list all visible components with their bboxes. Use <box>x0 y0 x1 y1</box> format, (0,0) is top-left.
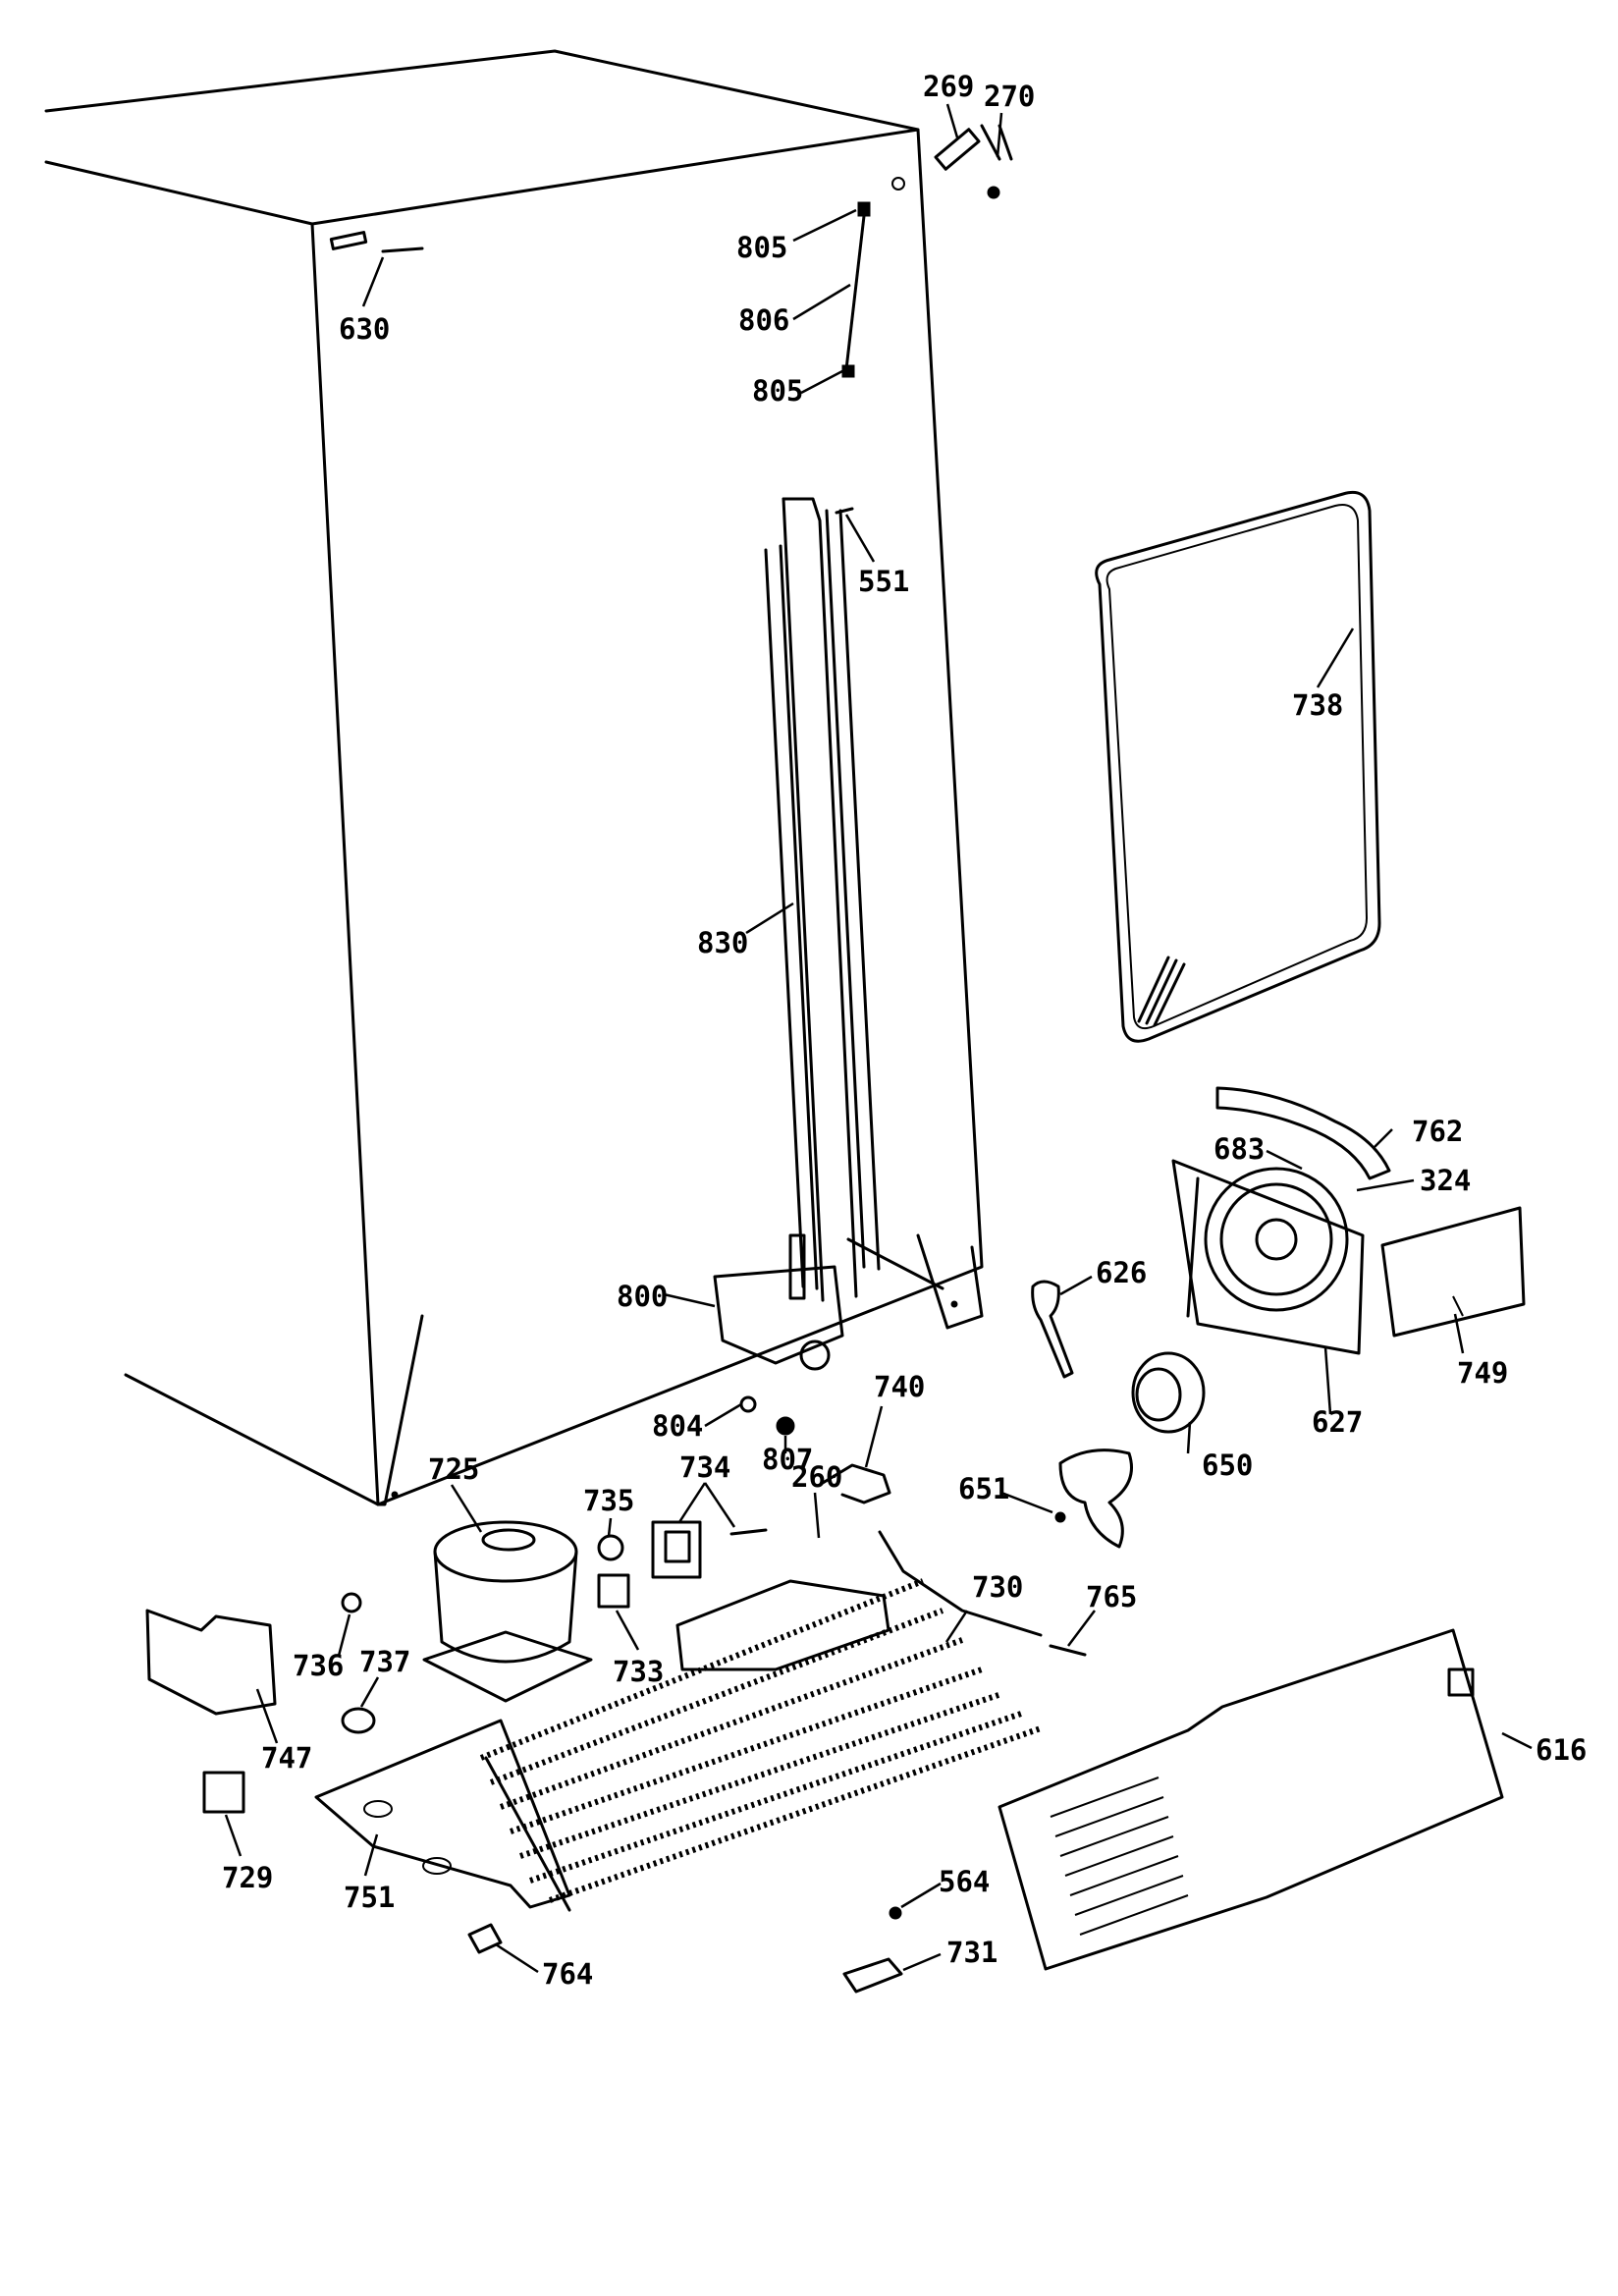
callout-806: 806 <box>738 303 789 337</box>
part-733 <box>597 1573 630 1609</box>
callout-751: 751 <box>344 1881 395 1914</box>
callout-735: 735 <box>583 1484 634 1517</box>
part-260 <box>675 1579 890 1671</box>
callout-805-bottom: 805 <box>752 374 803 408</box>
part-740 <box>821 1463 891 1504</box>
part-651-fan <box>1054 1449 1133 1549</box>
callout-269: 269 <box>923 70 974 103</box>
part-805-806-tube <box>841 201 871 378</box>
part-626 <box>1031 1280 1074 1379</box>
callout-260: 260 <box>791 1460 842 1494</box>
callout-830: 830 <box>697 926 748 959</box>
callout-764: 764 <box>542 1957 593 1991</box>
cabinet <box>44 49 984 1506</box>
part-800-valve <box>713 1233 844 1371</box>
callout-729: 729 <box>222 1861 273 1894</box>
part-564 <box>889 1906 902 1920</box>
callout-324: 324 <box>1420 1164 1471 1197</box>
part-807 <box>776 1416 795 1436</box>
callout-804: 804 <box>652 1409 703 1443</box>
callout-725: 725 <box>428 1452 479 1486</box>
callout-800: 800 <box>617 1280 668 1313</box>
callout-737: 737 <box>359 1645 410 1678</box>
part-734 <box>651 1520 768 1579</box>
callout-630: 630 <box>339 312 390 346</box>
part-762 <box>1215 1086 1391 1180</box>
part-735 <box>597 1534 624 1561</box>
callout-551: 551 <box>858 565 909 598</box>
leader-lines <box>224 103 1533 1974</box>
callout-626: 626 <box>1096 1256 1147 1289</box>
callout-738: 738 <box>1292 688 1343 722</box>
callout-564: 564 <box>939 1865 990 1898</box>
part-630 <box>329 231 424 253</box>
callout-747: 747 <box>261 1741 312 1775</box>
part-764 <box>467 1923 503 1954</box>
callout-730: 730 <box>972 1570 1023 1604</box>
callout-683: 683 <box>1214 1132 1265 1166</box>
callout-807: 807 <box>762 1443 813 1476</box>
part-747 <box>145 1609 277 1716</box>
part-616-grille <box>998 1628 1504 1971</box>
callout-734: 734 <box>679 1450 730 1484</box>
callout-651: 651 <box>958 1472 1009 1505</box>
callout-labels: 269 270 805 806 805 630 551 738 830 762 … <box>222 70 1587 1991</box>
callout-765: 765 <box>1086 1580 1137 1613</box>
callout-733: 733 <box>613 1655 664 1688</box>
part-738-gasket <box>1095 490 1381 1043</box>
part-269-270 <box>934 124 1013 199</box>
part-737 <box>341 1707 376 1734</box>
callout-749: 749 <box>1457 1356 1508 1390</box>
part-730-condenser <box>479 1530 1043 1912</box>
part-736 <box>341 1592 362 1613</box>
part-650-motor <box>1131 1351 1206 1434</box>
part-749-board <box>1380 1206 1526 1338</box>
callout-650: 650 <box>1202 1449 1253 1482</box>
callout-762: 762 <box>1412 1115 1463 1148</box>
part-731 <box>842 1957 903 1994</box>
part-725-compressor <box>422 1520 593 1703</box>
callout-805-top: 805 <box>736 231 787 264</box>
callout-740: 740 <box>874 1370 925 1403</box>
part-729 <box>202 1771 245 1814</box>
part-765 <box>1049 1644 1087 1657</box>
part-804 <box>739 1395 757 1413</box>
callout-616: 616 <box>1536 1733 1587 1767</box>
callout-627: 627 <box>1312 1405 1363 1439</box>
part-830-channel <box>764 497 881 1302</box>
callout-736: 736 <box>293 1649 344 1682</box>
callout-731: 731 <box>946 1936 998 1969</box>
callout-270: 270 <box>984 80 1035 113</box>
part-627-shroud <box>1171 1159 1365 1355</box>
